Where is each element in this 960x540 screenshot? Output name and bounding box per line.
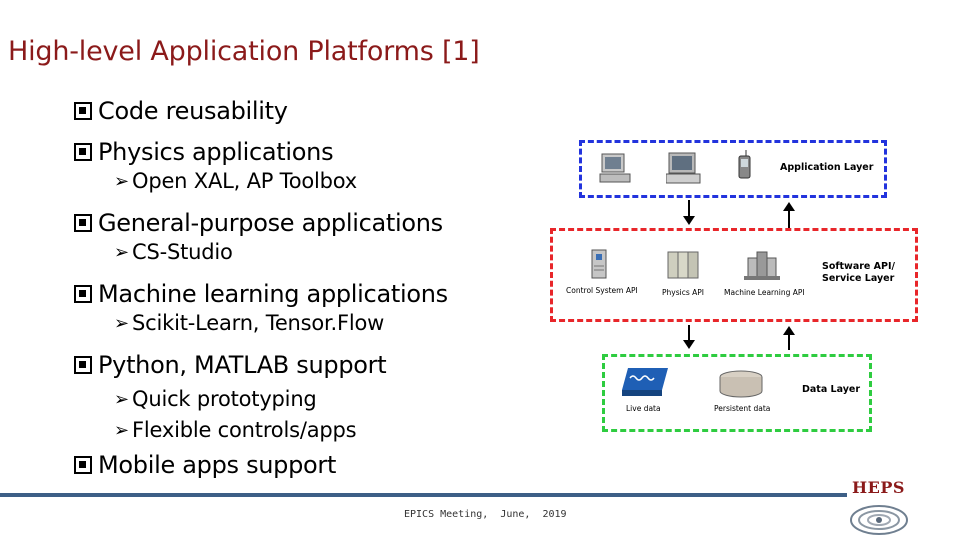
down-arrow-icon [683, 340, 695, 349]
sub-bullet-text: CS-Studio [132, 240, 233, 264]
sub-bullet-item: ➢CS-Studio [74, 238, 544, 266]
live-data-icon [622, 368, 668, 396]
bullet-list: Code reusability Physics applications ➢O… [74, 96, 544, 480]
service-layer-box [550, 228, 918, 322]
workstation-icon [666, 152, 701, 184]
sub-bullet-text: Open XAL, AP Toolbox [132, 169, 358, 193]
bullet-text: Mobile apps support [98, 451, 337, 479]
bullet-item: Physics applications [74, 137, 544, 167]
heps-logo-icon [850, 505, 908, 535]
down-arrow-icon [683, 216, 695, 225]
ml-api-label: Machine Learning API [724, 288, 805, 297]
server-icon [591, 249, 607, 279]
sub-bullet-item: ➢Quick prototyping [74, 385, 544, 413]
arrow-bullet-icon: ➢ [114, 312, 129, 334]
physics-api-blocks-icon [667, 251, 699, 279]
arrow-bullet-icon: ➢ [114, 241, 129, 263]
data-layer-label: Data Layer [802, 384, 861, 395]
arrow-bullet-icon: ➢ [114, 170, 129, 192]
service-layer-label: Software API/ Service Layer [822, 261, 895, 285]
slide-title: High-level Application Platforms [1] [8, 36, 480, 67]
database-cylinder-icon [719, 370, 763, 398]
bullet-square-icon [74, 214, 92, 232]
up-connector [788, 208, 790, 228]
bullet-item: General-purpose applications [74, 208, 544, 238]
desktop-computer-icon [599, 153, 631, 183]
arrow-bullet-icon: ➢ [114, 419, 129, 441]
persistent-data-label: Persistent data [714, 404, 771, 413]
down-connector [688, 200, 690, 220]
heps-brand: HEPS [852, 478, 905, 497]
sub-bullet-item: ➢Open XAL, AP Toolbox [74, 167, 544, 195]
sub-bullet-text: Flexible controls/apps [132, 418, 357, 442]
bullet-item: Python, MATLAB support [74, 350, 544, 380]
control-system-api-label: Control System API [566, 286, 638, 295]
bullet-item: Mobile apps support [74, 450, 544, 480]
service-layer-label-line1: Software API/ [822, 261, 895, 272]
bullet-text: Python, MATLAB support [98, 351, 387, 379]
application-layer-box [579, 140, 887, 198]
bullet-text: Code reusability [98, 97, 288, 125]
data-layer-box [602, 354, 872, 432]
bullet-square-icon [74, 285, 92, 303]
bullet-text: Machine learning applications [98, 280, 448, 308]
up-arrow-icon [783, 326, 795, 335]
up-connector [788, 332, 790, 350]
bullet-square-icon [74, 102, 92, 120]
service-layer-label-line2: Service Layer [822, 273, 895, 284]
arrow-bullet-icon: ➢ [114, 388, 129, 410]
physics-api-label: Physics API [662, 288, 704, 297]
up-arrow-icon [783, 202, 795, 211]
application-layer-label: Application Layer [780, 162, 874, 173]
bullet-text: General-purpose applications [98, 209, 443, 237]
sub-bullet-item: ➢Scikit-Learn, Tensor.Flow [74, 309, 544, 337]
bullet-text: Physics applications [98, 138, 334, 166]
bullet-square-icon [74, 143, 92, 161]
bullet-item: Code reusability [74, 96, 544, 126]
bullet-item: Machine learning applications [74, 279, 544, 309]
ml-cluster-icon [744, 251, 780, 280]
down-connector [688, 325, 690, 343]
bullet-square-icon [74, 356, 92, 374]
footer-divider [0, 493, 847, 497]
bullet-square-icon [74, 456, 92, 474]
sub-bullet-text: Scikit-Learn, Tensor.Flow [132, 311, 385, 335]
sub-bullet-item: ➢Flexible controls/apps [74, 416, 544, 444]
mobile-phone-icon [738, 150, 751, 179]
footer-text: EPICS Meeting, June, 2019 [404, 509, 567, 520]
architecture-diagram: Application Layer Control System API Phy… [548, 136, 922, 436]
live-data-label: Live data [626, 404, 661, 413]
sub-bullet-text: Quick prototyping [132, 387, 317, 411]
